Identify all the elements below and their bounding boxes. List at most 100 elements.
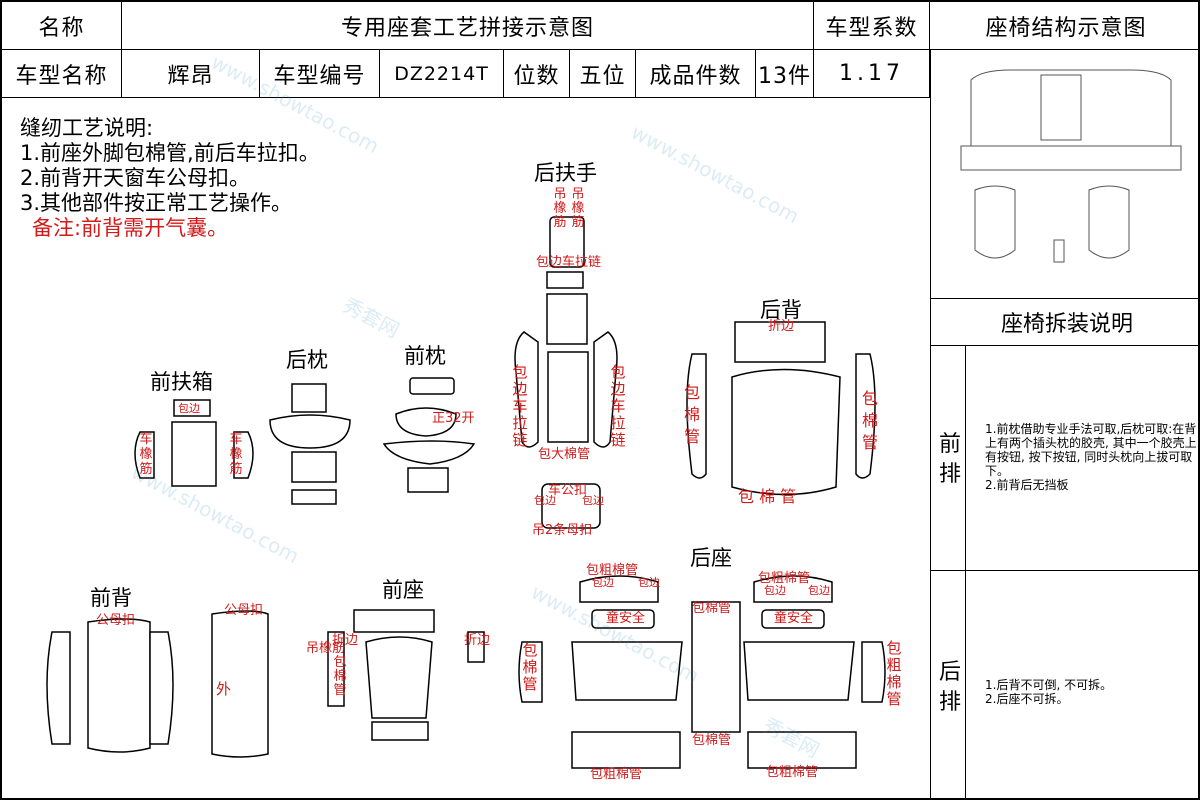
label-rs-edge-3: 包边 — [764, 584, 786, 597]
label-fs-fold-2: 折边 — [464, 633, 491, 648]
front-back-right — [149, 631, 174, 745]
front-pillow-wing — [382, 440, 476, 465]
notes-heading: 缝纫工艺说明: — [20, 116, 154, 140]
label-rs-wrap-mid-2: 包棉管 — [692, 733, 732, 748]
label-rs-edge-4: 包边 — [808, 584, 830, 597]
armbox-right — [233, 431, 254, 479]
armbox-left — [134, 431, 155, 479]
rear-pillow-bottom — [291, 451, 337, 483]
notes-item-1: 1.前座外脚包棉管,前后车拉扣。 — [20, 141, 320, 165]
label-diao-1: 吊橡筋 — [553, 187, 567, 230]
model-name-label: 车型名称 — [2, 50, 122, 98]
front-seat-main — [365, 636, 433, 719]
armrest-cup-piece — [541, 483, 601, 529]
rear-back-right — [855, 353, 876, 479]
rear-seat-side-left — [518, 641, 543, 703]
model-code-value: DZ2214T — [380, 50, 504, 98]
armbox-center — [171, 421, 217, 487]
rear-seat-top-left — [579, 575, 659, 603]
rear-seat-belt-right — [761, 609, 825, 629]
title-rear-back: 后背 — [760, 298, 802, 322]
rear-seat-bottom-left — [571, 731, 681, 769]
armrest-side-left — [514, 331, 539, 448]
seats-value: 五位 — [570, 50, 636, 98]
label-armbox-left: 车橡筋 — [139, 432, 153, 477]
label-male-female: 车公扣 — [548, 483, 588, 498]
armbox-top — [173, 399, 211, 417]
rear-pillow-strip — [291, 489, 337, 505]
label-fb-male-female: 公母扣 — [96, 613, 136, 628]
label-wrap-pipe-left: 包棉管 — [684, 383, 701, 446]
seats-label: 位数 — [504, 50, 570, 98]
label-rs-thick-right: 包粗棉管 — [758, 571, 811, 586]
label-rs-edge-1: 包边 — [592, 576, 614, 589]
notes-item-3: 3.其他部件按正常工艺操作。 — [20, 191, 293, 215]
front-seat-top — [353, 609, 435, 633]
rear-pillow-top — [291, 383, 327, 413]
front-seat-right — [467, 631, 485, 663]
structure-center-piece — [1053, 239, 1065, 263]
label-armbox-right: 车橡筋 — [229, 432, 243, 477]
label-diao-2: 吊橡筋 — [571, 187, 585, 230]
label-rs-child-left: 童安全 — [606, 611, 646, 626]
title-front-pillow: 前枕 — [404, 344, 446, 368]
title-front-back: 前背 — [90, 586, 132, 610]
pieces-value: 13件 — [756, 50, 814, 98]
rear-seat-center — [691, 601, 741, 733]
coef-label: 车型系数 — [814, 2, 930, 50]
front-back-rear — [211, 610, 269, 758]
label-wrap-zipper: 包边车拉链 — [536, 255, 602, 270]
label-fb-outer: 外 — [216, 680, 232, 698]
label-rs-wrap-mid: 包棉管 — [692, 601, 732, 616]
label-rs-thick-right-v: 包粗棉管 — [886, 639, 902, 708]
rear-row-label: 后排 — [938, 660, 961, 715]
label-wrap-edge-a: 包边 — [534, 494, 556, 507]
front-back-main — [87, 618, 151, 753]
rear-seat-top-right — [753, 575, 833, 603]
sheet-title: 专用座套工艺拼接示意图 — [122, 2, 814, 50]
model-name-value: 辉昂 — [122, 50, 260, 98]
pieces-label: 成品件数 — [636, 50, 756, 98]
armrest-top-strip — [549, 216, 585, 268]
rear-seat-cushion-right — [743, 641, 855, 701]
rear-seat-belt-left — [591, 609, 655, 629]
front-row-text: 1.前枕借助专业手法可取,后枕可取:在背上有两个插头枕的胶壳, 其中一个胶壳上有… — [985, 422, 1197, 492]
title-rear-armrest: 后扶手 — [534, 161, 597, 185]
rear-seat-cushion-left — [571, 641, 683, 701]
rear-seat-bottom-right — [747, 731, 857, 769]
rear-seat-side-right — [861, 641, 886, 703]
notes-remark: 备注:前背需开气囊。 — [32, 216, 229, 240]
front-pillow-bottom — [407, 467, 449, 493]
rear-row-text: 1.后背不可倒, 不可拆。 2.后座不可拆。 — [985, 678, 1113, 706]
label-rs-thick-bottom-r: 包粗棉管 — [766, 765, 819, 780]
label-wrap-big-pipe: 包大棉管 — [538, 447, 591, 462]
label-rs-thick-bottom-l: 包粗棉管 — [590, 767, 643, 782]
label-rs-wrap-left: 包棉管 — [522, 641, 538, 693]
structure-front-right-seat — [1088, 185, 1130, 259]
armrest-side-right — [593, 331, 618, 448]
label-fold-edge-top: 折边 — [768, 319, 795, 334]
coef-value: 1.17 — [814, 50, 930, 98]
armrest-zipper-strip — [546, 271, 584, 289]
label-rs-edge-2: 包边 — [638, 576, 660, 589]
armrest-panel-b — [547, 351, 589, 443]
sewing-notes: 缝纫工艺说明: 1.前座外脚包棉管,前后车拉扣。 2.前背开天窗车公母扣。 3.… — [20, 116, 320, 241]
structure-rear-cushion — [960, 145, 1182, 171]
front-pillow-top — [409, 377, 455, 395]
notes-item-2: 2.前背开天窗车公母扣。 — [20, 166, 251, 190]
label-rs-thick-left: 包粗棉管 — [586, 563, 639, 578]
label-wrap-edge-b: 包边 — [582, 494, 604, 507]
front-back-left — [46, 631, 71, 745]
label-wrap-pipe-bottom: 包 棉 管 — [738, 487, 797, 506]
title-front-seat: 前座 — [382, 578, 424, 602]
label-hang-female: 吊2条母扣 — [532, 523, 593, 538]
label-fs-diao: 吊橡筋 — [306, 641, 346, 656]
label-fb-male-female-2: 公母扣 — [224, 603, 264, 618]
label-wrap-zip-left: 包边车拉链 — [512, 363, 528, 449]
title-front-armbox: 前扶箱 — [150, 370, 213, 394]
front-seat-left — [327, 631, 345, 707]
label-armbox-wrap: 包边 — [178, 402, 200, 415]
structure-front-left-seat — [974, 185, 1016, 259]
structure-label: 座椅结构示意图 — [930, 2, 1200, 50]
